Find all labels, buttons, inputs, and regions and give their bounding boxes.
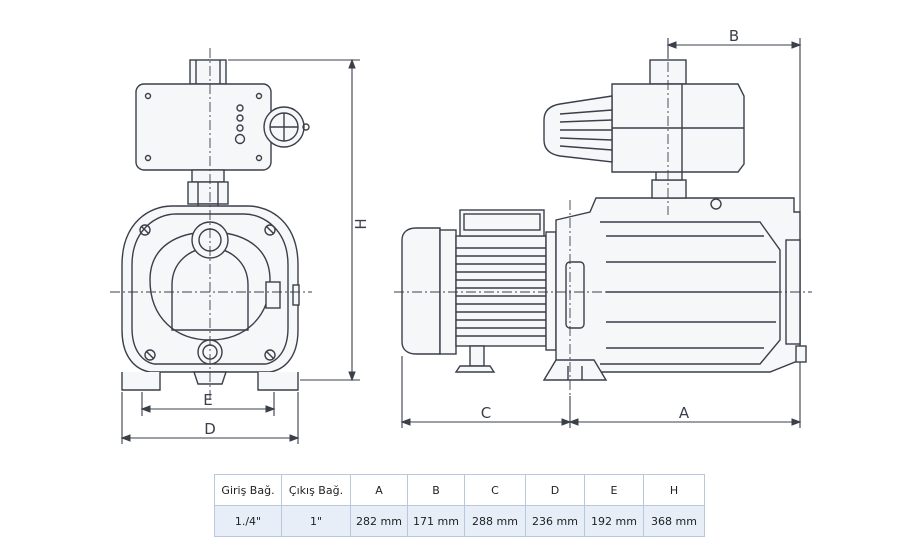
value-outlet: 1" — [281, 505, 351, 537]
pump-body-front — [121, 205, 300, 391]
dimension-h-label: H — [352, 218, 370, 229]
table-header-row: Giriş Bağ. Çıkış Bağ. A B C D E H — [214, 474, 705, 506]
value-a: 282 mm — [350, 505, 408, 537]
dimension-c-label: C — [481, 404, 491, 422]
side-view: B C A — [394, 27, 812, 428]
front-view: E D H — [110, 48, 370, 444]
header-inlet: Giriş Bağ. — [214, 474, 282, 506]
dimension-b-label: B — [729, 27, 739, 45]
value-b: 171 mm — [407, 505, 465, 537]
dimension-d-label: D — [204, 420, 216, 438]
value-h: 368 mm — [643, 505, 705, 537]
motor — [401, 209, 557, 373]
header-h: H — [643, 474, 705, 506]
header-d: D — [525, 474, 585, 506]
header-b: B — [407, 474, 465, 506]
pump-housing-side — [542, 169, 807, 381]
pump-technical-drawing: E D H — [110, 27, 812, 444]
dimension-e-label: E — [203, 391, 212, 409]
pressure-control-side — [543, 59, 745, 173]
table-value-row: 1./4" 1" 282 mm 171 mm 288 mm 236 mm 192… — [214, 505, 705, 537]
value-inlet: 1./4" — [214, 505, 282, 537]
value-e: 192 mm — [584, 505, 644, 537]
header-c: C — [464, 474, 526, 506]
header-a: A — [350, 474, 408, 506]
pressure-control-box — [135, 83, 310, 171]
dimension-a-label: A — [679, 404, 690, 422]
header-e: E — [584, 474, 644, 506]
header-outlet: Çıkış Bağ. — [281, 474, 351, 506]
dimension-table: Giriş Bağ. Çıkış Bağ. A B C D E H 1./4" … — [214, 474, 705, 537]
value-d: 236 mm — [525, 505, 585, 537]
value-c: 288 mm — [464, 505, 526, 537]
